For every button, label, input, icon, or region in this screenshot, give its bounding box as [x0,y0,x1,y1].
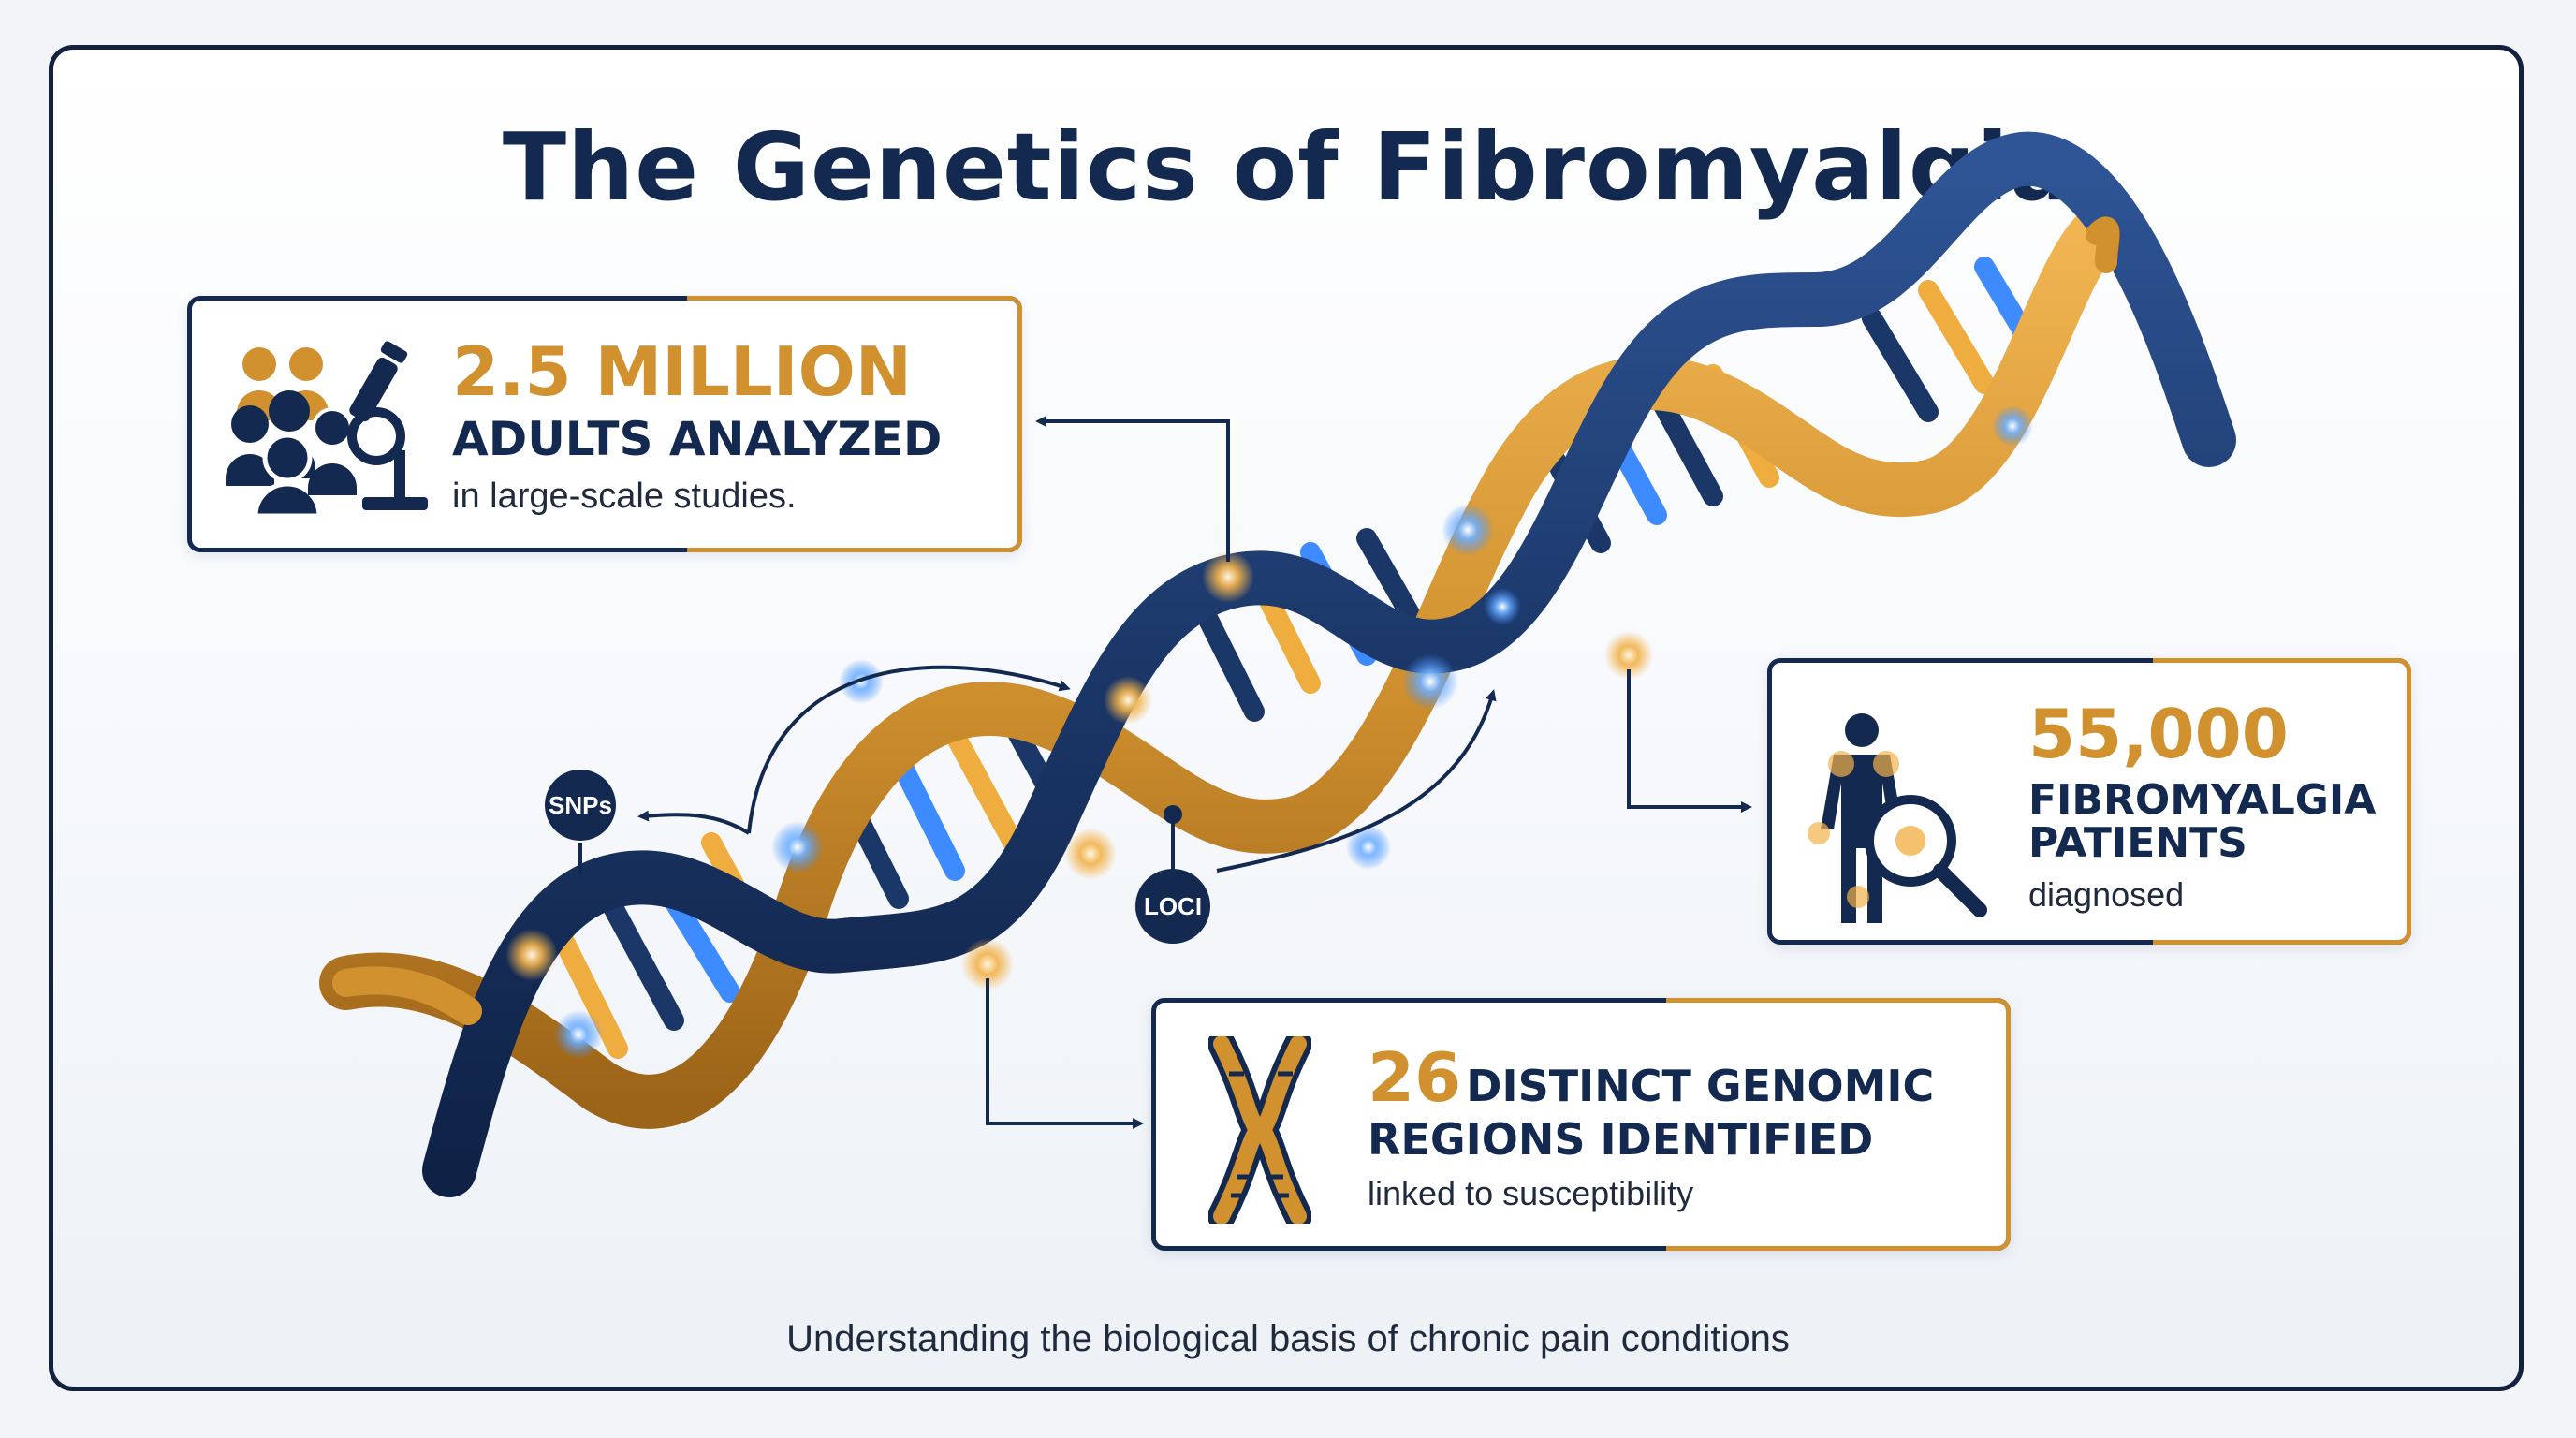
connector-regions [986,978,1144,1129]
curved-arrow-right [1216,689,1497,873]
loci-label: LOCI [1144,892,1202,920]
patients-line-2: PATIENTS [2028,819,2247,868]
regions-line-1: DISTINCT GENOMIC [1466,1061,1935,1111]
snps-arrow [637,810,751,835]
footer-tagline: Understanding the biological basis of ch… [786,1318,1790,1359]
regions-caption: linked to susceptibility [1368,1174,1694,1213]
gold-strand [319,207,2124,1129]
regions-number: 26 [1368,1038,1462,1117]
card-patients-diagnosed: 55,000 FIBROMYALGIA PATIENTS diagnosed [1767,658,2411,945]
snps-bubble: SNPs [545,770,616,875]
patients-line-1: FIBROMYALGIA [2028,776,2377,824]
regions-line-2: REGIONS IDENTIFIED [1368,1114,1874,1165]
card-adults-analyzed: 2.5 MILLION ADULTS ANALYZED in large-sca… [187,296,1022,552]
adults-line: ADULTS ANALYZED [452,412,943,466]
loci-bubble: LOCI [1135,805,1210,944]
page-title: The Genetics of Fibromyalgia [502,112,2074,222]
people-microscope-icon [226,341,428,516]
body-magnifier-icon [1808,713,1987,923]
patients-number: 55,000 [2028,695,2289,773]
navy-strand [422,131,2236,1197]
connector-adults [1035,416,1230,562]
card-genomic-regions: 26 DISTINCT GENOMIC REGIONS IDENTIFIED l… [1151,998,2011,1251]
curved-arrow-left [747,665,1071,834]
patients-caption: diagnosed [2028,875,2185,915]
glow-nodes [505,405,2033,1059]
chromosome-icon [1208,1036,1311,1224]
adults-number: 2.5 MILLION [452,332,913,411]
snps-label: SNPs [549,791,612,819]
connector-patients [1627,669,1752,813]
adults-caption: in large-scale studies. [452,476,797,516]
